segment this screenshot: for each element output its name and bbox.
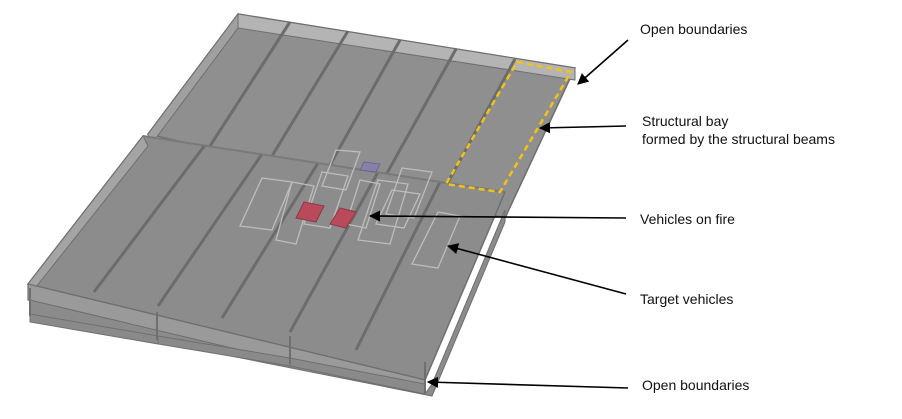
target-vehicle	[239, 177, 293, 231]
target-vehicle	[321, 149, 361, 191]
arrows	[368, 39, 629, 389]
label-vehicles-on-fire: Vehicles on fire	[640, 211, 735, 227]
fire-vehicle	[295, 201, 325, 223]
target-vehicle	[275, 181, 315, 245]
label-structural-bay-line1: Structural bay	[642, 113, 729, 129]
fire-vehicle	[329, 207, 357, 229]
arrow-vehicles-on-fire	[368, 210, 627, 222]
transverse-beam	[142, 135, 506, 193]
label-open-boundaries-bottom: Open boundaries	[642, 377, 750, 393]
label-open-boundaries-top: Open boundaries	[640, 21, 748, 37]
arrow-target-vehicles	[446, 243, 627, 295]
arrow-open-boundaries-bottom	[426, 376, 629, 389]
label-structural-bay-line2: formed by the structural beams	[642, 131, 835, 147]
structural-bay-highlight	[443, 60, 573, 194]
arrow-structural-bay	[538, 122, 627, 134]
upper-level	[146, 12, 577, 219]
lower-level	[26, 135, 507, 397]
target-vehicle	[345, 179, 381, 229]
target-vehicle	[357, 179, 409, 245]
vehicle-marker	[359, 161, 381, 173]
lower-beams	[92, 144, 442, 351]
arrow-open-boundaries-top	[577, 39, 629, 85]
columns	[29, 288, 426, 394]
target-vehicle	[411, 211, 461, 269]
label-target-vehicles: Target vehicles	[640, 291, 734, 307]
target-vehicle	[375, 189, 421, 229]
target-vehicle	[385, 167, 433, 219]
